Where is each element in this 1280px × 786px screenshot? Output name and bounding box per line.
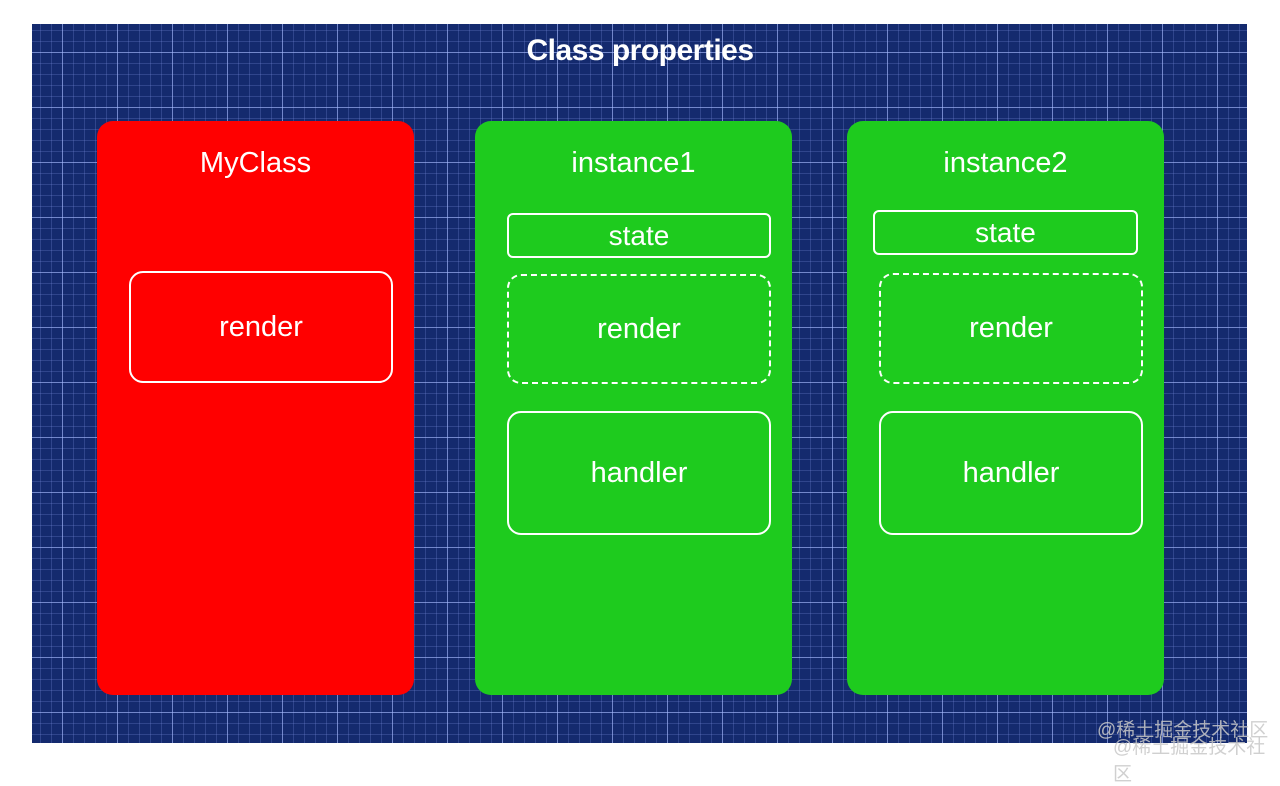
watermark-shadow: @稀土掘金技术社区	[1113, 737, 1266, 785]
instance1-render-box: render	[507, 274, 771, 384]
instance1-state-box: state	[507, 213, 771, 258]
instance2-box: instance2 state render handler	[847, 121, 1164, 695]
myclass-render-box: render	[129, 271, 393, 383]
myclass-label: MyClass	[199, 147, 312, 179]
instance1-box: instance1 state render handler	[475, 121, 792, 695]
instance2-state-box: state	[873, 210, 1138, 255]
instance1-handler-box: handler	[507, 411, 771, 535]
instance2-label: instance2	[943, 147, 1068, 179]
myclass-box: MyClass render	[97, 121, 414, 695]
instance1-label: instance1	[571, 147, 696, 179]
diagram-title: Class properties	[526, 34, 754, 67]
watermark: @稀土掘金技术社区	[1097, 720, 1269, 741]
instance2-handler-box: handler	[879, 411, 1143, 535]
instance2-render-box: render	[879, 273, 1143, 384]
